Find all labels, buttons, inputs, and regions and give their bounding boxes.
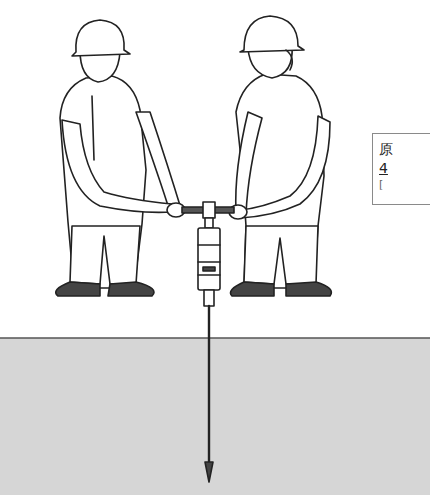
soil-probe xyxy=(182,202,234,482)
left-worker xyxy=(56,20,185,296)
ground xyxy=(0,338,430,495)
right-worker xyxy=(229,16,331,296)
note-box: 原4[ xyxy=(372,133,430,205)
note-text: 4 xyxy=(379,159,430,178)
note-text: 原 xyxy=(379,140,430,159)
note-text: [ xyxy=(379,178,430,193)
ground-line xyxy=(0,337,430,339)
